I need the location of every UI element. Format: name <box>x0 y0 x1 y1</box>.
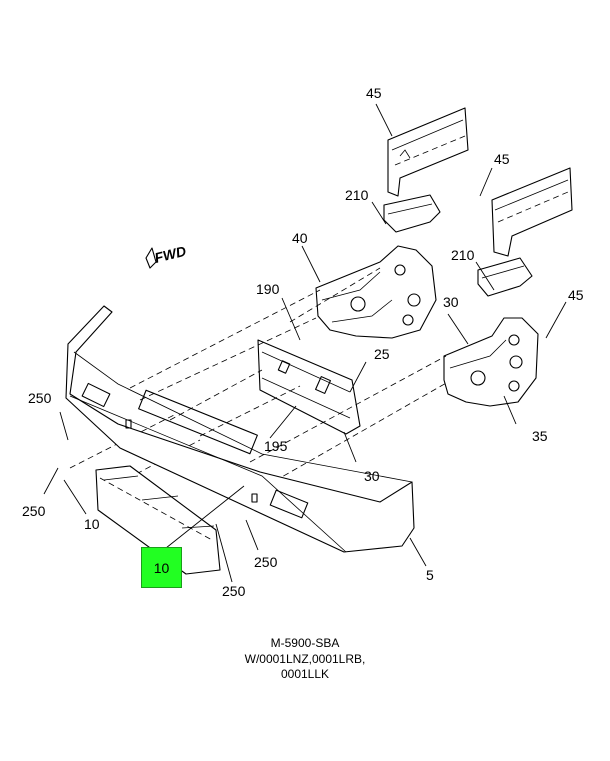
drawing-variant-codes: W/0001LNZ,0001LRB, <box>244 652 366 666</box>
highlighted-callout-10[interactable]: 10 <box>141 547 182 588</box>
mount-bracket-35 <box>443 317 539 407</box>
callout-45-top: 45 <box>366 85 382 101</box>
callout-250-lower-left: 250 <box>22 503 46 519</box>
callout-40: 40 <box>292 230 308 246</box>
fwd-label: FWD <box>153 243 188 266</box>
callout-25: 25 <box>374 346 390 362</box>
callout-30-upper: 30 <box>443 294 459 310</box>
drawing-variant-codes-cont: 0001LLK <box>280 667 330 681</box>
callout-45-right-lower: 45 <box>568 287 584 303</box>
callout-35: 35 <box>532 428 548 444</box>
fwd-direction-marker: FWD <box>145 243 188 269</box>
callout-210-upper: 210 <box>345 187 369 203</box>
frame-rail-right <box>491 167 573 257</box>
mount-bracket-40 <box>315 245 437 339</box>
callout-10: 10 <box>84 516 100 532</box>
callout-210-lower: 210 <box>451 247 475 263</box>
callout-195: 195 <box>264 438 288 454</box>
callout-labels: 45 210 45 40 210 190 45 30 25 250 195 35… <box>22 85 584 599</box>
fwd-arrow-icon <box>145 247 157 269</box>
bumper-5 <box>65 305 415 553</box>
leader-lines <box>43 103 567 583</box>
plate-bracket-10 <box>95 465 221 575</box>
drawing-number: M-5900-SBA <box>270 636 340 650</box>
reinforcement-plate-25 <box>257 339 361 435</box>
callout-45-right-upper: 45 <box>494 151 510 167</box>
frame-rail-upper <box>387 107 469 197</box>
bracket-210-upper <box>383 194 441 233</box>
callout-30-lower: 30 <box>364 468 380 484</box>
callout-190: 190 <box>256 281 280 297</box>
callout-5: 5 <box>426 567 434 583</box>
callout-250-left: 250 <box>28 390 52 406</box>
callout-250-bottom: 250 <box>222 583 246 599</box>
callout-250-center: 250 <box>254 554 278 570</box>
